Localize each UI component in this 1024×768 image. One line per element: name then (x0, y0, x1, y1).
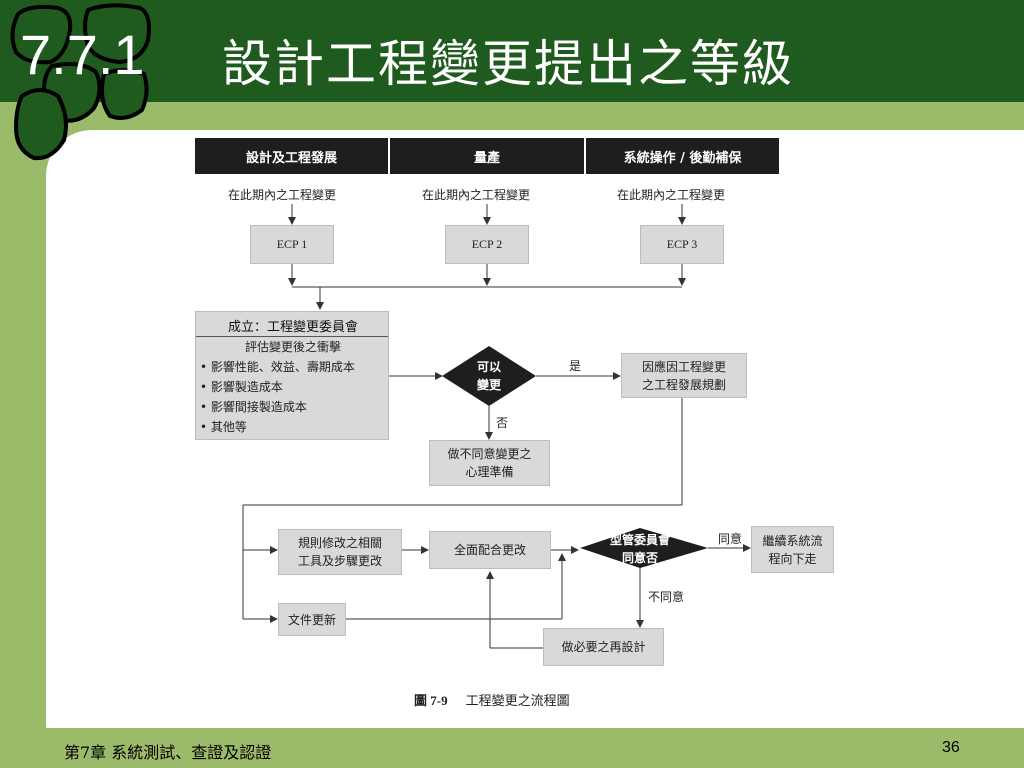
ecp1-box: ECP 1 (250, 225, 334, 264)
agree-label: 同意 (718, 532, 743, 546)
slide-number: 7.7.1 (20, 23, 145, 86)
reject-box: 做不同意變更之心理準備 (429, 440, 550, 486)
committee-item: • 其他等 (200, 420, 247, 434)
redesign-box: 做必要之再設計 (543, 628, 664, 666)
footer-chapter: 第7章 系統測試、查證及認證 (64, 743, 272, 762)
page-number: 36 (942, 739, 960, 756)
committee-item: • 影響性能、效益、壽期成本 (200, 360, 355, 374)
plan-box: 因應因工程變更之工程發展規劃 (621, 353, 747, 398)
committee-subtitle: 評估變更後之衝擊 (244, 340, 341, 354)
disagree-label: 不同意 (648, 590, 685, 604)
continue-box: 繼續系統流程向下走 (751, 526, 834, 573)
title-bar (0, 0, 1024, 102)
phase-note-2: 在此期內之工程變更 (422, 188, 531, 202)
bullet-icon: • (200, 400, 208, 414)
committee-divider (196, 336, 388, 337)
phase-header-operation: 系統操作 / 後勤補保 (586, 138, 779, 174)
figure-caption: 圖 7-9 工程變更之流程圖 (414, 690, 570, 709)
bullet-icon: • (200, 360, 208, 374)
phase-header-design: 設計及工程發展 (195, 138, 388, 174)
ecp2-box: ECP 2 (445, 225, 529, 264)
decision-diamond-committee (580, 528, 708, 568)
phase-header-production: 量產 (390, 138, 584, 174)
coordinate-box: 全面配合更改 (429, 531, 551, 569)
committee-item: • 影響製造成本 (200, 380, 283, 394)
phase-note-3: 在此期內之工程變更 (617, 188, 726, 202)
rules-box: 規則修改之相關工具及步驟更改 (278, 529, 402, 575)
committee-box: 成立：工程變更委員會 評估變更後之衝擊 • 影響性能、效益、壽期成本 • 影響製… (195, 311, 389, 440)
ecp3-box: ECP 3 (640, 225, 724, 264)
no-label: 否 (496, 416, 509, 430)
decision-diamond-change (442, 346, 536, 406)
doc-update-box: 文件更新 (278, 603, 346, 636)
figure-number: 圖 7-9 (414, 693, 448, 708)
figure-title: 工程變更之流程圖 (465, 694, 570, 709)
yes-label: 是 (569, 359, 582, 373)
slide-title: 設計工程變更提出之等級 (222, 35, 794, 93)
committee-item: • 影響間接製造成本 (200, 400, 307, 414)
stone-logo-icon (10, 3, 151, 161)
decision2-label: 型管委員會同意否 (609, 533, 670, 565)
bullet-icon: • (200, 420, 208, 434)
bullet-icon: • (200, 380, 208, 394)
decision1-label: 可以變更 (476, 360, 501, 392)
phase-note-1: 在此期內之工程變更 (228, 188, 337, 202)
committee-title: 成立：工程變更委員會 (227, 320, 358, 335)
